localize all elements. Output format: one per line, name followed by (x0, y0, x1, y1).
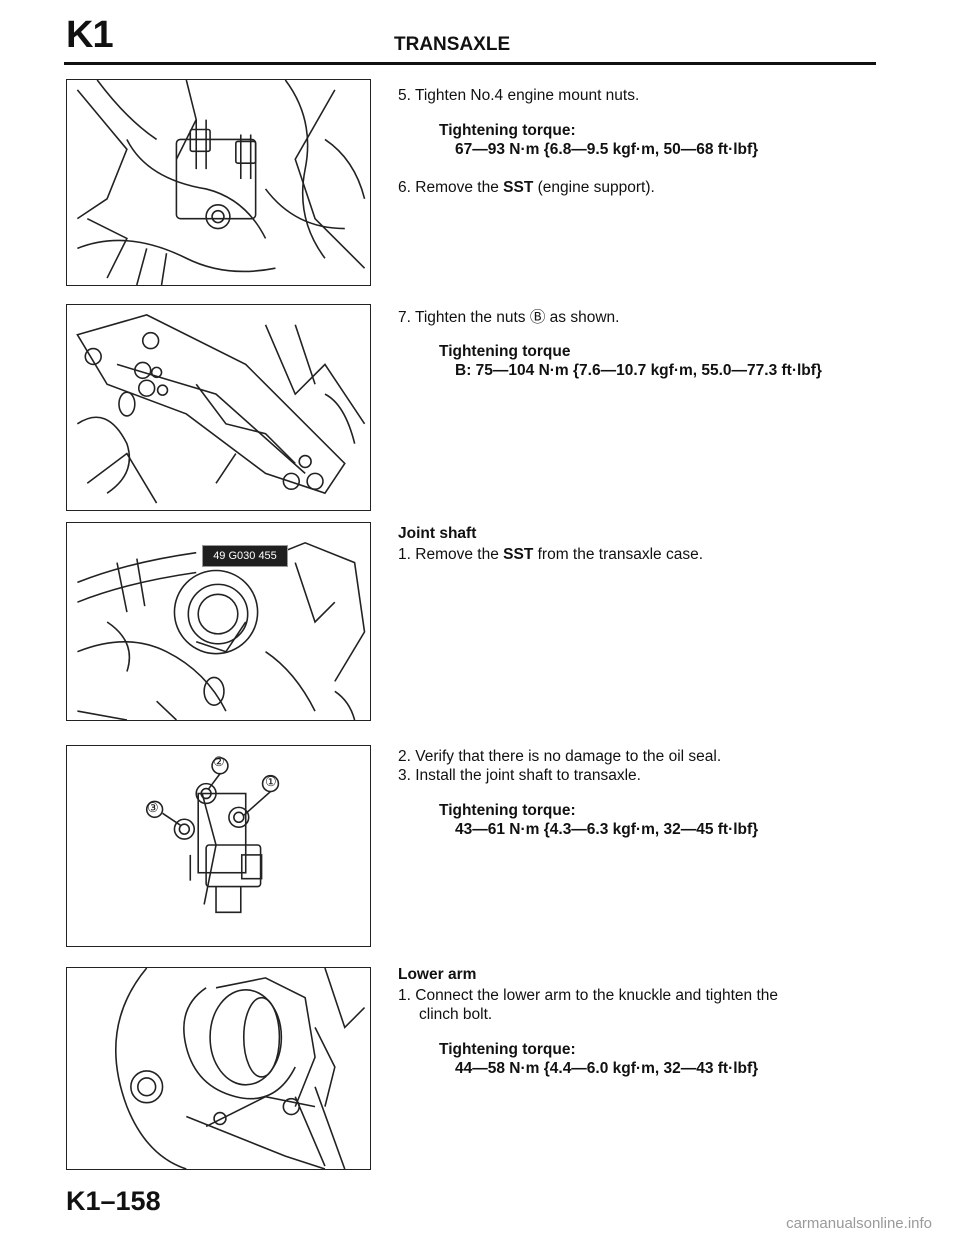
step-text: Tighten No.4 engine mount nuts. (414, 87, 640, 104)
step-text-continued: clinch bolt. (419, 1006, 493, 1023)
callout-1: ① (265, 774, 277, 789)
step-text: Install the joint shaft to transaxle. (415, 767, 641, 784)
section-code: K1 (66, 14, 114, 56)
page-title: TRANSAXLE (394, 34, 511, 55)
torque-label: Tightening torque: (439, 1041, 576, 1058)
step-text: Verify that there is no damage to the oi… (415, 748, 722, 765)
step-number: 1. (398, 546, 411, 563)
torque-label: Tightening torque: (439, 122, 576, 139)
engine-mount-illustration (66, 79, 371, 286)
step-6: 6. Remove the SST (engine support). (398, 178, 655, 197)
header-rule (64, 62, 876, 65)
step-text: Tighten the nuts Ⓑ as shown. (414, 309, 620, 326)
lower-arm-illustration (66, 967, 371, 1170)
callout-3: ③ (147, 800, 159, 815)
sst-number-tag: 49 G030 455 (202, 545, 288, 567)
step-number: 5. (398, 87, 411, 104)
joint-shaft-install-illustration: ② ① ③ (66, 745, 371, 947)
step-text: Connect the lower arm to the knuckle and… (415, 987, 778, 1004)
step-text: Remove the (415, 179, 504, 196)
watermark: carmanualsonline.info (786, 1215, 932, 1232)
step-5: 5. Tighten No.4 engine mount nuts. (398, 86, 639, 105)
sst-term: SST (503, 546, 534, 563)
step-text: Remove the (415, 546, 504, 563)
step-7: 7. Tighten the nuts Ⓑ as shown. (398, 308, 619, 327)
step-number: 2. (398, 748, 411, 765)
page-number: K1–158 (66, 1186, 161, 1216)
joint-shaft-step-2: 2. Verify that there is no damage to the… (398, 747, 721, 766)
torque-value: 44—58 N·m {4.4—6.0 kgf·m, 32—43 ft·lbf} (455, 1060, 759, 1077)
section-heading-joint-shaft: Joint shaft (398, 525, 477, 542)
lower-arm-step-1: 1. Connect the lower arm to the knuckle … (398, 986, 858, 1024)
step-number: 1. (398, 987, 411, 1004)
crossmember-nuts-illustration (66, 304, 371, 511)
sst-term: SST (503, 179, 534, 196)
torque-value: B: 75—104 N·m {7.6—10.7 kgf·m, 55.0—77.3… (455, 362, 822, 379)
step-text-suffix: from the transaxle case. (533, 546, 704, 563)
section-heading-lower-arm: Lower arm (398, 966, 477, 983)
step-number: 6. (398, 179, 411, 196)
callout-2: ② (213, 754, 225, 769)
step-number: 3. (398, 767, 411, 784)
step-number: 7. (398, 309, 411, 326)
torque-value: 67—93 N·m {6.8—9.5 kgf·m, 50—68 ft·lbf} (455, 141, 759, 158)
torque-value: 43—61 N·m {4.3—6.3 kgf·m, 32—45 ft·lbf} (455, 821, 759, 838)
joint-shaft-step-3: 3. Install the joint shaft to transaxle. (398, 766, 641, 785)
torque-label: Tightening torque (439, 343, 571, 360)
torque-label: Tightening torque: (439, 802, 576, 819)
step-text-suffix: (engine support). (533, 179, 655, 196)
joint-shaft-step-1: 1. Remove the SST from the transaxle cas… (398, 545, 703, 564)
